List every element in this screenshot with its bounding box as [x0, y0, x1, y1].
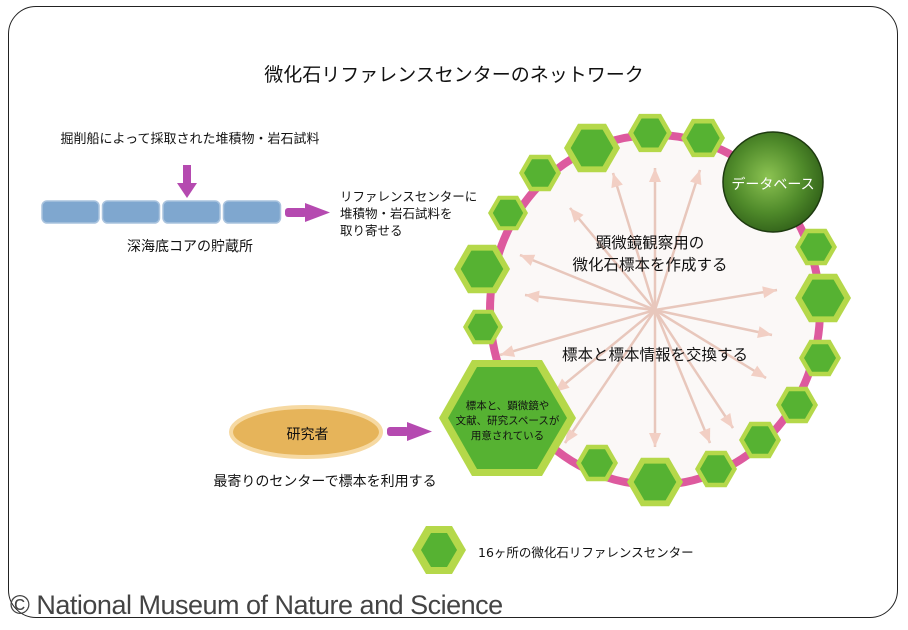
researcher-arrow — [387, 422, 432, 441]
reference-center-hex — [454, 244, 510, 294]
reference-center-hex — [795, 228, 837, 266]
core-segment — [41, 200, 100, 224]
spoke-arrowhead — [699, 427, 711, 443]
spoke-line — [654, 308, 767, 380]
reference-center-hex — [795, 273, 851, 323]
spoke-arrowhead — [649, 168, 661, 182]
legend-hex-icon — [412, 526, 466, 574]
reference-center-hex — [564, 123, 620, 173]
reference-center-hex — [681, 118, 725, 158]
spoke-line — [654, 288, 778, 312]
spoke-line — [653, 169, 702, 311]
reference-center-hex — [488, 195, 528, 231]
reference-center-hex — [628, 113, 672, 153]
database-node — [722, 131, 824, 233]
slide-frame — [8, 6, 898, 618]
page-title: 微化石リファレンスセンターのネットワーク — [264, 64, 644, 86]
spoke-arrowhead — [649, 433, 661, 447]
researcher-node — [229, 405, 383, 459]
spoke-line — [554, 309, 656, 393]
spoke-line — [519, 253, 656, 312]
spoke-line — [653, 309, 712, 444]
spoke-arrowhead — [720, 413, 733, 428]
reference-center-hex — [695, 450, 737, 488]
spoke-arrowhead — [570, 208, 584, 223]
core-segment — [222, 200, 282, 224]
legend-label: 16ヶ所の微化石リファレンスセンター — [478, 545, 694, 560]
big-center-label: 標本と、顕微鏡や 文献、研究スペースが 用意されている — [455, 400, 560, 442]
transfer-arrow — [285, 203, 330, 222]
reference-center-hex — [776, 386, 818, 424]
core-segment — [162, 200, 221, 224]
reference-center-hex — [799, 339, 841, 377]
spoke-arrowhead — [750, 365, 766, 378]
spoke-line — [569, 207, 656, 311]
make-specimen-label: 顕微鏡観察用の 微化石標本を作成する — [572, 234, 728, 274]
spoke-line — [611, 172, 657, 311]
spoke-line — [499, 308, 656, 357]
reference-center-hex — [576, 444, 618, 482]
source-label: 掘削船によって採取された堆積物・岩石試料 — [60, 132, 320, 147]
core-storage — [41, 200, 282, 224]
spoke-line — [563, 309, 657, 444]
storage-label: 深海底コアの貯蔵所 — [127, 239, 253, 255]
reference-center-hex — [463, 309, 503, 345]
reference-center-hex — [739, 421, 781, 459]
spoke-arrowhead — [757, 326, 772, 338]
spoke-line — [524, 293, 656, 312]
down-arrow — [177, 165, 197, 198]
big-reference-center — [439, 360, 576, 476]
researcher-action-label: 最寄りのセンターで標本を利用する — [213, 474, 437, 490]
exchange-spokes — [499, 168, 778, 447]
spoke-arrowhead — [690, 170, 702, 186]
reference-centers — [454, 113, 851, 507]
researcher-label: 研究者 — [286, 427, 329, 443]
spoke-arrowhead — [762, 286, 777, 299]
transfer-label: リファレンスセンターに 堆積物・岩石試料を 取り寄せる — [340, 189, 478, 238]
spoke-arrowhead — [565, 428, 578, 443]
spoke-line — [653, 309, 735, 429]
exchange-label: 標本と標本情報を交換する — [561, 346, 748, 364]
database-label: データベース — [731, 177, 815, 193]
spoke-arrowhead — [500, 345, 516, 357]
copyright-watermark: © National Museum of Nature and Science — [10, 590, 503, 620]
spoke-arrowhead — [520, 254, 536, 266]
reference-center-hex — [627, 457, 683, 507]
spoke-line — [654, 308, 773, 337]
spoke-arrowhead — [525, 290, 540, 303]
spoke-arrowhead — [611, 173, 623, 189]
core-segment — [101, 200, 161, 224]
reference-center-hex — [519, 154, 561, 192]
